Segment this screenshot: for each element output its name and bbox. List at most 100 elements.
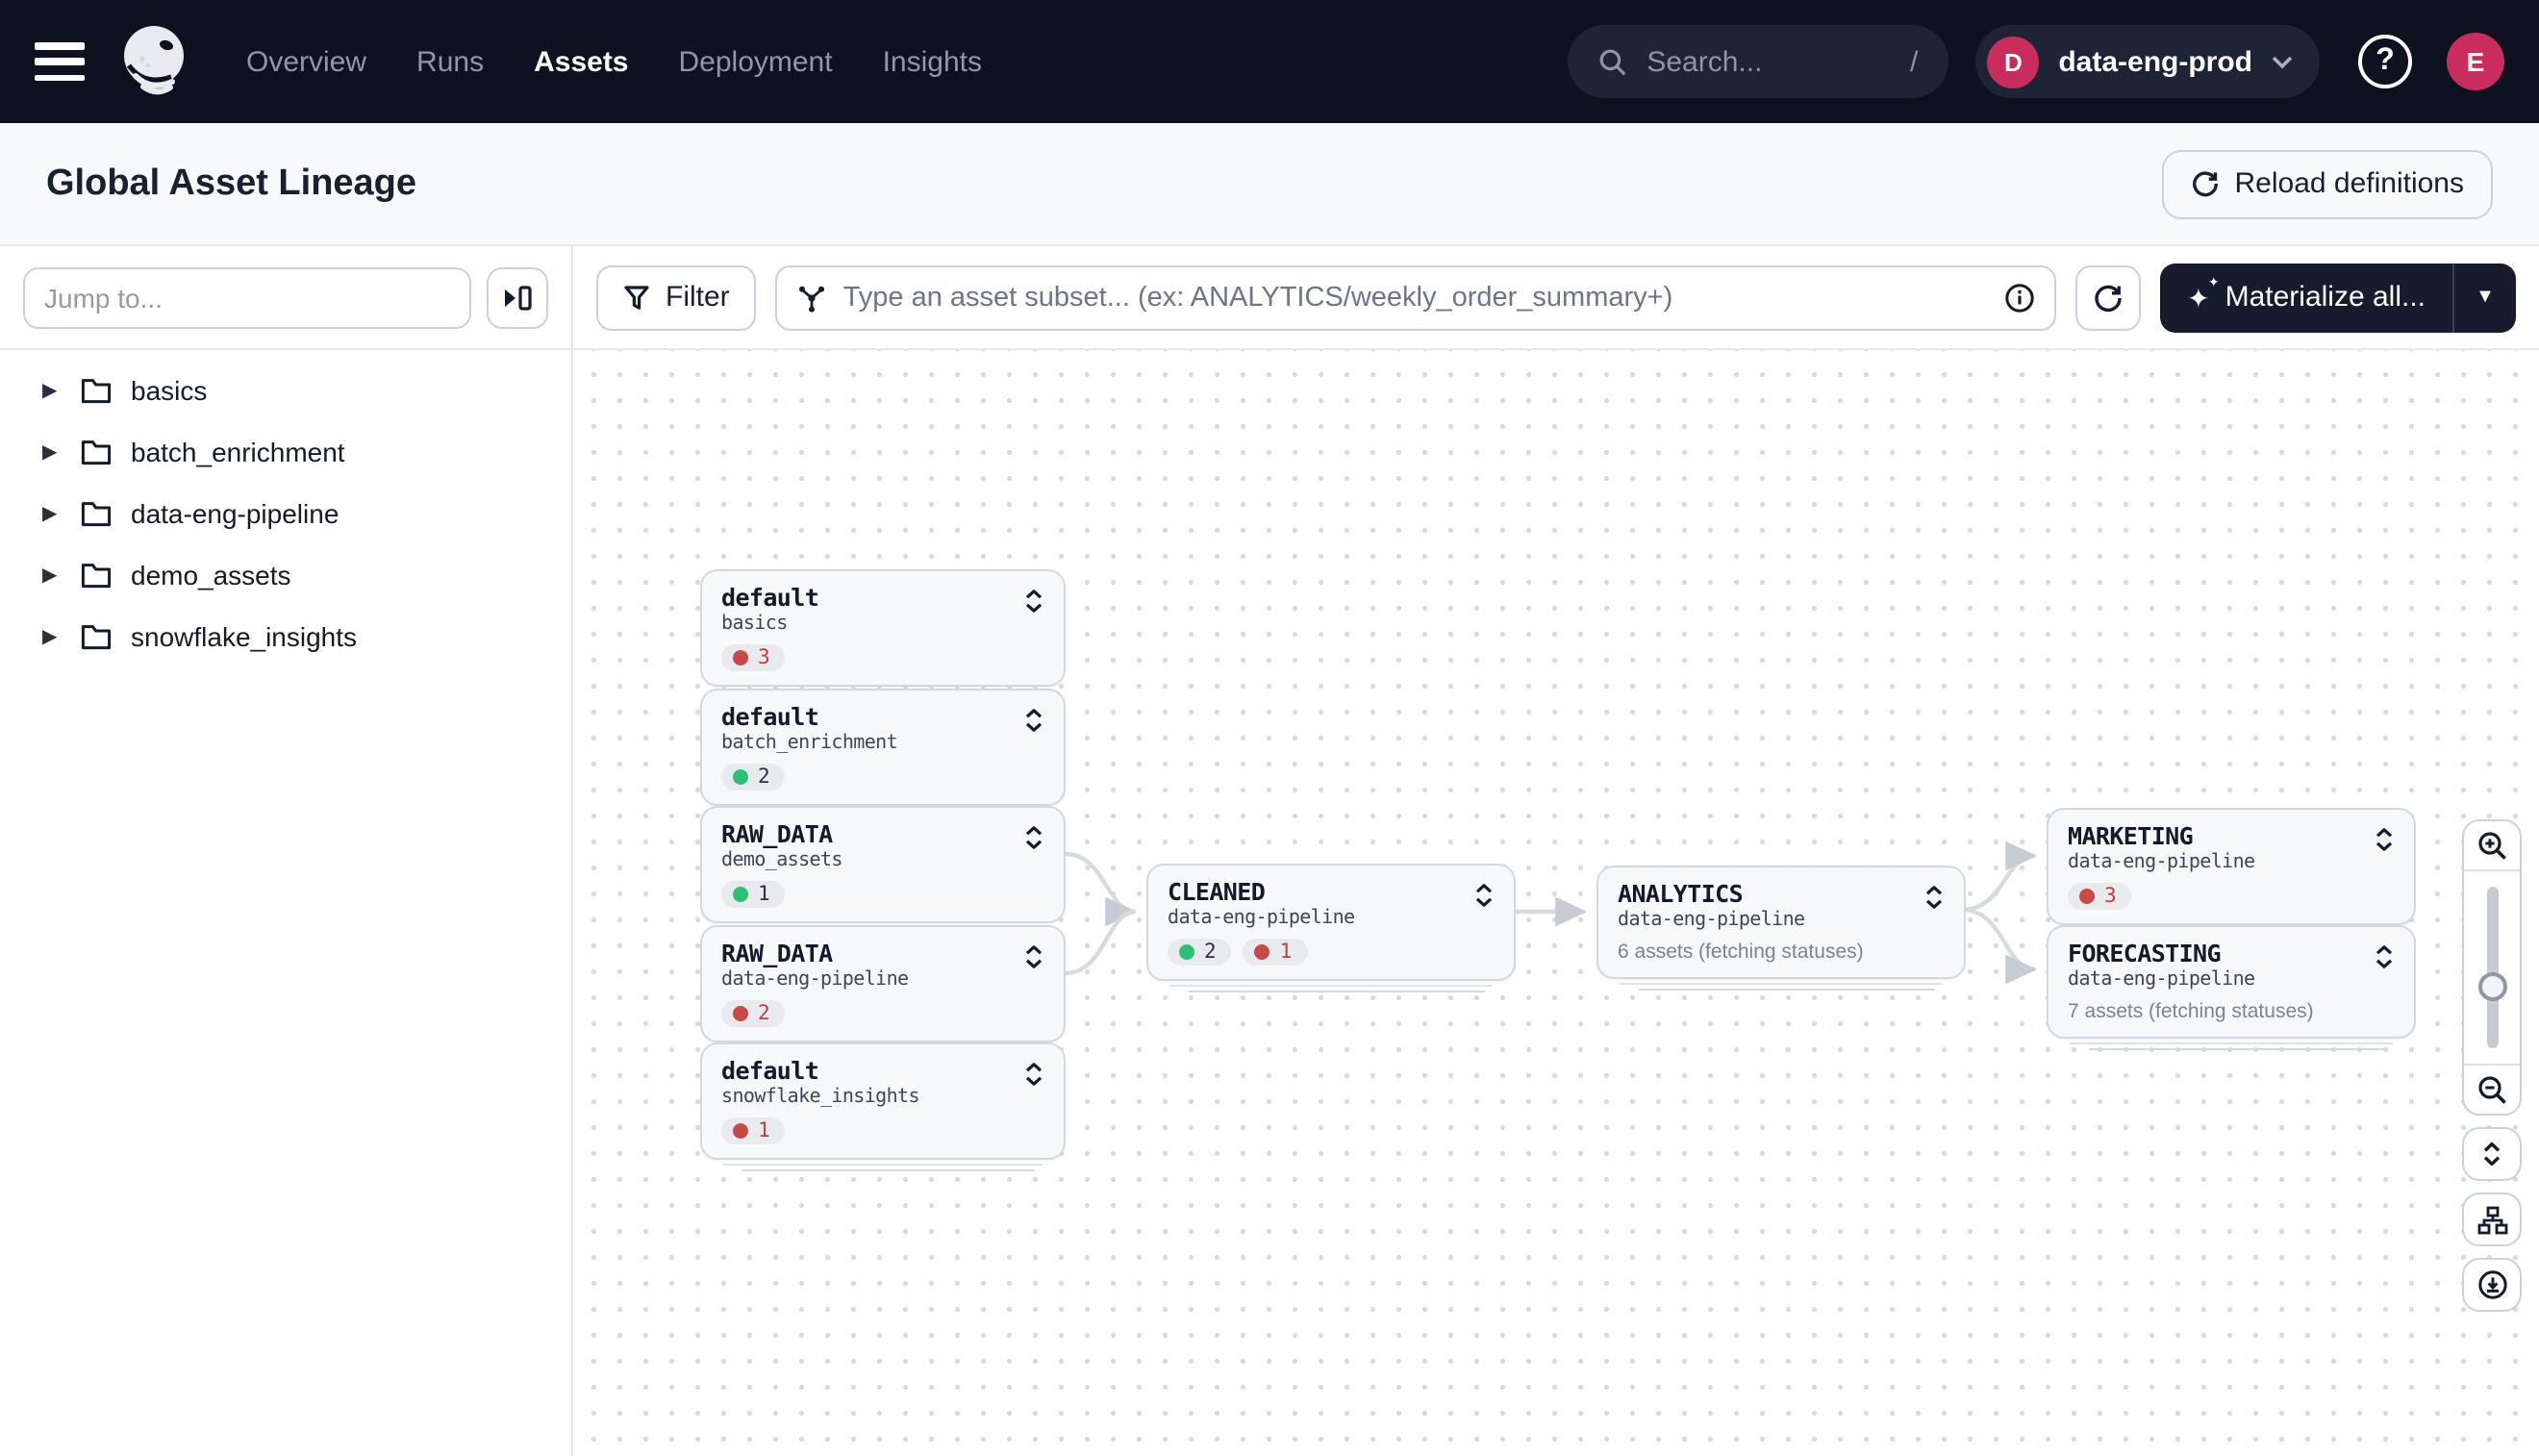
sidebar-item-data-eng-pipeline[interactable]: ▶ data-eng-pipeline: [0, 483, 571, 544]
workspace-initial-badge: D: [1987, 36, 2040, 88]
global-search[interactable]: Search... /: [1568, 25, 1949, 98]
caret-right-icon[interactable]: ▶: [42, 565, 58, 586]
nav-link-assets[interactable]: Assets: [534, 45, 629, 78]
asset-subset-input[interactable]: [842, 282, 1990, 313]
folder-label: demo_assets: [131, 560, 291, 590]
sparkle-icon: ✦: [2187, 276, 2219, 311]
status-badge-error: 1: [721, 1117, 786, 1144]
collapse-sidebar-button[interactable]: [487, 266, 548, 328]
materialize-all-split-button: ✦ Materialize all... ▼: [2160, 263, 2516, 332]
page-title: Global Asset Lineage: [46, 163, 417, 203]
jump-to-input[interactable]: [23, 266, 471, 328]
status-dot-icon: [733, 769, 748, 785]
caret-right-icon[interactable]: ▶: [42, 441, 58, 463]
folder-icon: [81, 502, 112, 527]
status-badge-error: 2: [721, 1000, 786, 1027]
rearrange-layout-button[interactable]: [2462, 1192, 2522, 1246]
status-dot-icon: [733, 887, 748, 902]
sidebar-item-snowflake_insights[interactable]: ▶ snowflake_insights: [0, 606, 571, 667]
download-icon: [2477, 1270, 2506, 1299]
lineage-canvas: Filter ✦ Material: [573, 246, 2539, 1456]
workspace-name: data-eng-prod: [2058, 45, 2252, 78]
folder-label: snowflake_insights: [131, 621, 358, 652]
sidebar-item-batch_enrichment[interactable]: ▶ batch_enrichment: [0, 421, 571, 483]
status-badge-success: 2: [721, 764, 786, 791]
reload-definitions-button[interactable]: Reload definitions: [2161, 149, 2493, 218]
node-subtitle: data-eng-pipeline: [1168, 908, 1355, 929]
zoom-slider-thumb[interactable]: [2477, 972, 2506, 1001]
node-title: CLEANED: [1168, 877, 1266, 906]
zoom-in-button[interactable]: [2464, 821, 2520, 871]
sidebar-item-demo_assets[interactable]: ▶ demo_assets: [0, 544, 571, 606]
materialize-options-caret[interactable]: ▼: [2476, 287, 2495, 308]
expand-node-icon[interactable]: [1023, 589, 1044, 614]
download-image-button[interactable]: [2462, 1258, 2522, 1312]
collapse-panel-icon: [505, 285, 532, 310]
status-dot-icon: [733, 650, 748, 665]
sidebar-item-basics[interactable]: ▶basics: [0, 360, 571, 421]
expand-node-icon[interactable]: [1023, 1062, 1044, 1087]
hamburger-menu-icon[interactable]: [35, 42, 85, 81]
folder-label: batch_enrichment: [131, 437, 345, 467]
folder-icon: [81, 440, 112, 465]
user-avatar[interactable]: E: [2447, 33, 2504, 90]
materialize-all-button[interactable]: ✦ Materialize all...: [2160, 263, 2452, 332]
workspace-switcher[interactable]: D data-eng-prod: [1975, 25, 2320, 98]
expand-node-icon[interactable]: [1023, 708, 1044, 733]
caret-right-icon[interactable]: ▶: [42, 503, 58, 524]
node-title: default: [721, 702, 819, 731]
filter-button[interactable]: Filter: [596, 264, 757, 330]
expand-node-icon[interactable]: [1473, 883, 1495, 908]
zoom-out-button[interactable]: [2464, 1064, 2520, 1114]
asset-subset-field: [775, 264, 2057, 330]
expand-collapse-all-button[interactable]: [2462, 1127, 2522, 1181]
node-status-note: 7 assets (fetching statuses): [2068, 1000, 2314, 1023]
status-dot-icon: [1179, 944, 1194, 960]
status-dot-icon: [733, 1006, 748, 1021]
node-subtitle: snowflake_insights: [721, 1087, 920, 1108]
nav-link-overview[interactable]: Overview: [246, 45, 367, 78]
expand-node-icon[interactable]: [1023, 825, 1044, 850]
node-subtitle: data-eng-pipeline: [2068, 969, 2255, 991]
node-title: RAW_DATA: [721, 819, 833, 848]
expand-node-icon[interactable]: [1023, 944, 1044, 969]
caret-right-icon[interactable]: ▶: [42, 380, 58, 401]
hierarchy-layout-icon: [2476, 1205, 2507, 1234]
node-status-note: 6 assets (fetching statuses): [1618, 941, 1864, 964]
node-subtitle: batch_enrichment: [721, 733, 898, 754]
search-shortcut-hint: /: [1910, 45, 1919, 78]
status-dot-icon: [2079, 889, 2095, 904]
nav-link-runs[interactable]: Runs: [416, 45, 485, 78]
info-icon[interactable]: [2004, 282, 2035, 313]
status-badge-error: 3: [721, 644, 786, 671]
expand-node-icon[interactable]: [2374, 827, 2395, 852]
refresh-graph-button[interactable]: [2075, 264, 2142, 330]
expand-node-icon[interactable]: [2374, 944, 2395, 969]
node-subtitle: data-eng-pipeline: [721, 969, 909, 991]
page-header: Global Asset Lineage Reload definitions: [0, 123, 2539, 246]
status-dot-icon: [1254, 944, 1270, 960]
caret-right-icon[interactable]: ▶: [42, 626, 58, 647]
node-subtitle: basics: [721, 614, 788, 635]
folder-label: data-eng-pipeline: [131, 498, 339, 529]
status-dot-icon: [733, 1123, 748, 1139]
nav-link-deployment[interactable]: Deployment: [678, 45, 833, 78]
zoom-slider[interactable]: [2464, 871, 2520, 1064]
lineage-toolbar: Filter ✦ Material: [573, 246, 2539, 350]
nav-link-insights[interactable]: Insights: [882, 45, 982, 78]
help-icon[interactable]: ?: [2358, 35, 2412, 88]
chevron-down-icon: [2272, 55, 2293, 68]
expand-node-icon[interactable]: [1923, 885, 1945, 910]
folder-icon: [81, 625, 112, 650]
